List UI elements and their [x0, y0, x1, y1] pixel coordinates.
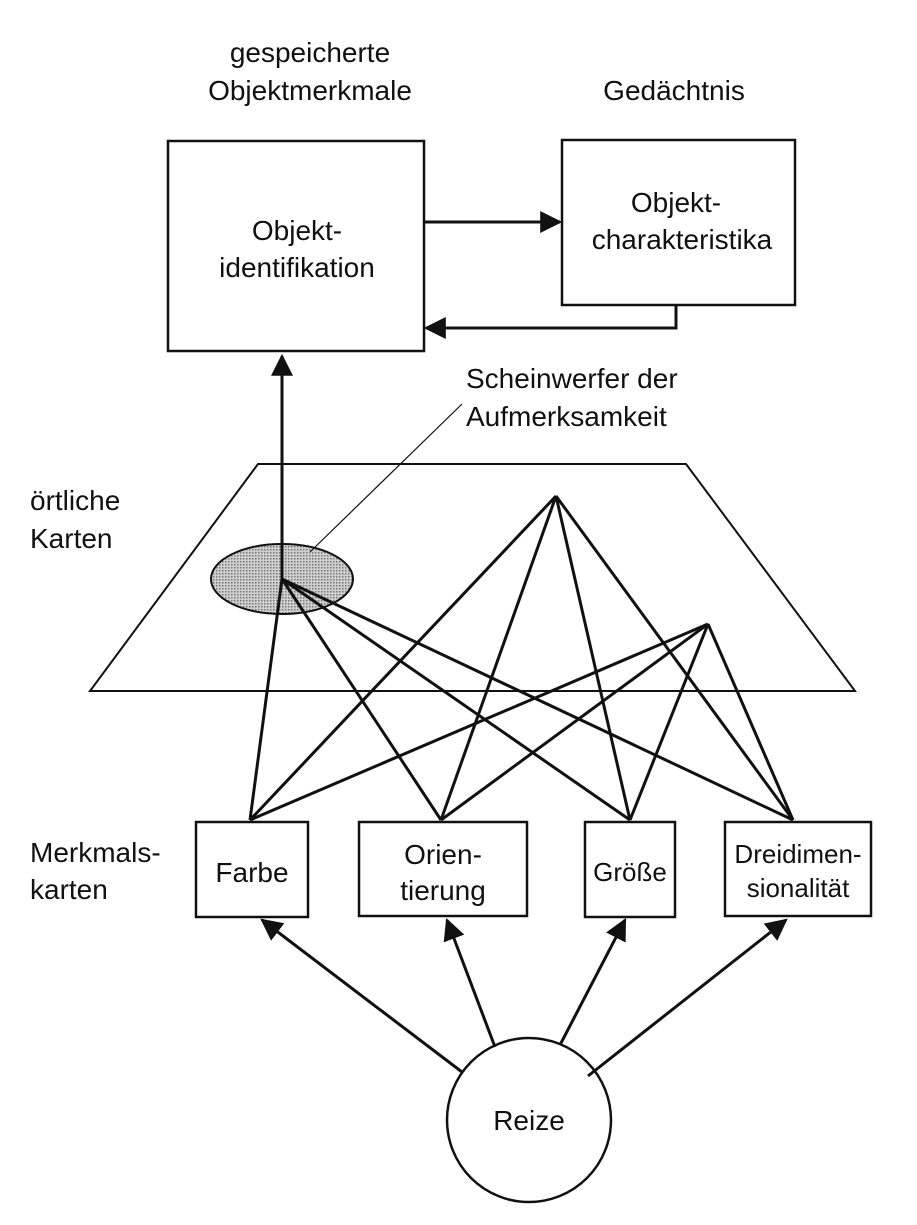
stimuli-circle [445, 1036, 613, 1204]
connection-line [249, 622, 709, 822]
feature-connections [248, 494, 795, 822]
feature-maps-label-line2: karten [30, 874, 108, 905]
connection-line [554, 495, 632, 821]
spotlight-pointer-line [309, 403, 463, 553]
object-characteristics-text-line2: charakteristika [592, 224, 773, 255]
stored-features-label-line2: Objektmerkmale [208, 75, 412, 106]
characteristics-to-identification-arrow [423, 305, 678, 339]
feature-map-size-text: Größe [593, 857, 667, 887]
spotlight-label-line2: Aufmerksamkeit [466, 401, 667, 432]
memory-label: Gedächtnis [603, 75, 745, 106]
connection-line [281, 577, 794, 822]
feature-map-depth-box [723, 820, 873, 918]
feature-maps-label-line1: Merkmals- [30, 837, 161, 868]
stimuli-to-orientation-arrow [443, 917, 497, 1048]
feature-map-orientation-text-line2: tierung [400, 875, 486, 906]
connection-line [628, 623, 710, 821]
feature-map-depth-text-line2: sionalität [747, 873, 850, 903]
connection-line [440, 622, 709, 822]
location-maps-label-line1: örtliche [30, 485, 120, 516]
stimuli-to-color-arrow [260, 918, 463, 1074]
feature-map-color-text: Farbe [215, 857, 288, 888]
feature-map-size-box [583, 820, 677, 919]
spotlight-label-line1: Scheinwerfer der [466, 363, 678, 394]
location-map-plane [88, 463, 857, 692]
connection-line [280, 578, 443, 821]
connection-line [248, 578, 284, 821]
connection-line [281, 577, 631, 822]
connection-line [439, 495, 558, 821]
object-characteristics-text-line1: Objekt- [631, 187, 721, 218]
object-characteristics-box [560, 138, 797, 307]
feature-map-color-box [194, 820, 310, 919]
stimuli-text: Reize [493, 1105, 565, 1136]
feature-map-orientation-text-line1: Orien- [404, 839, 482, 870]
object-identification-text-line2: identifikation [219, 252, 375, 283]
stored-features-label-line1: gespeicherte [230, 37, 390, 68]
location-maps-label-line2: Karten [30, 523, 113, 554]
feature-map-orientation-box [357, 820, 529, 918]
stimuli-to-depth-arrow [587, 918, 788, 1078]
object-identification-box [166, 139, 426, 353]
connection-line [248, 494, 558, 822]
connection-line [554, 495, 795, 821]
stimuli-to-size-arrow [558, 918, 627, 1046]
feature-map-depth-text-line1: Dreidimen- [734, 839, 861, 869]
connection-line [706, 623, 795, 821]
object-identification-text-line1: Objekt- [252, 215, 342, 246]
